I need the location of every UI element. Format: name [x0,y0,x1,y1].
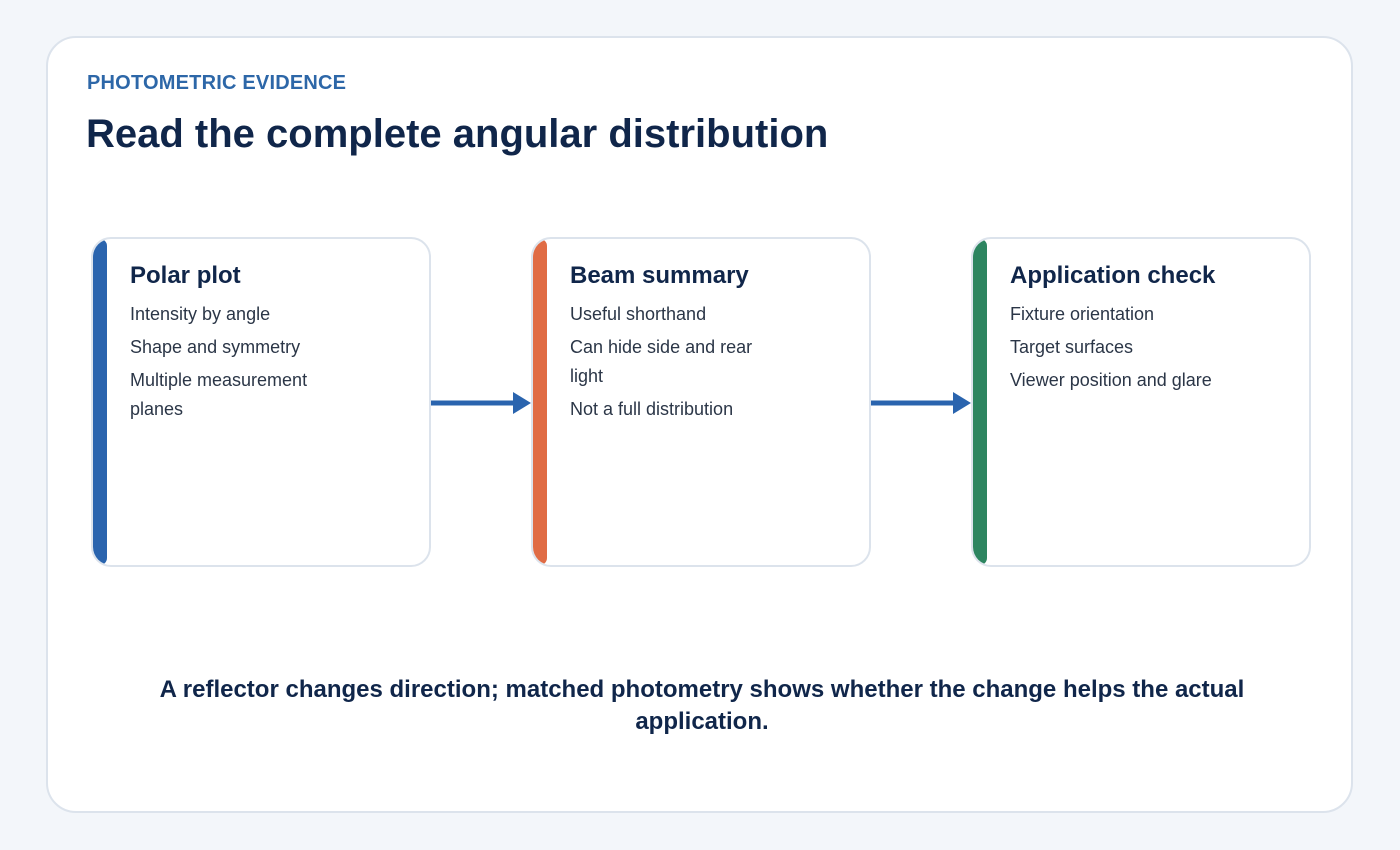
card-polar-plot: Polar plot Intensity by angle Shape and … [91,237,431,567]
connector-arrow-2 [871,392,971,414]
list-item: Intensity by angle [130,304,271,324]
connector-arrow-1 [431,392,531,414]
card-item-list: Useful shorthand Can hide side and rear … [570,300,780,428]
arrow-head-icon [953,392,971,414]
arrow-head-icon [513,392,531,414]
list-item: Not a full distribution [570,399,734,419]
list-item: Useful shorthand [570,304,707,324]
card-accent-bar [973,239,987,565]
card-accent-bar [533,239,547,565]
card-item-list: Intensity by angle Shape and symmetry Mu… [130,300,340,428]
card-title: Polar plot [130,262,241,289]
section-eyebrow: PHOTOMETRIC EVIDENCE [87,72,347,94]
card-item-list: Fixture orientation Target surfaces View… [1010,300,1270,399]
card-accent-bar [93,239,107,565]
list-item: Viewer position and glare [1010,370,1212,390]
main-panel: PHOTOMETRIC EVIDENCE Read the complete a… [46,36,1353,813]
takeaway-statement: A reflector changes direction; matched p… [159,676,1245,735]
list-item: Fixture orientation [1010,304,1155,324]
card-title: Beam summary [570,262,749,289]
card-application-check: Application check Fixture orientation Ta… [971,237,1311,567]
list-item: Can hide side and rear light [570,337,753,386]
card-title: Application check [1010,262,1216,289]
card-beam-summary: Beam summary Useful shorthand Can hide s… [531,237,871,567]
list-item: Shape and symmetry [130,337,301,357]
list-item: Target surfaces [1010,337,1134,357]
page-title: Read the complete angular distribution [86,112,829,156]
list-item: Multiple measurement planes [130,370,308,419]
